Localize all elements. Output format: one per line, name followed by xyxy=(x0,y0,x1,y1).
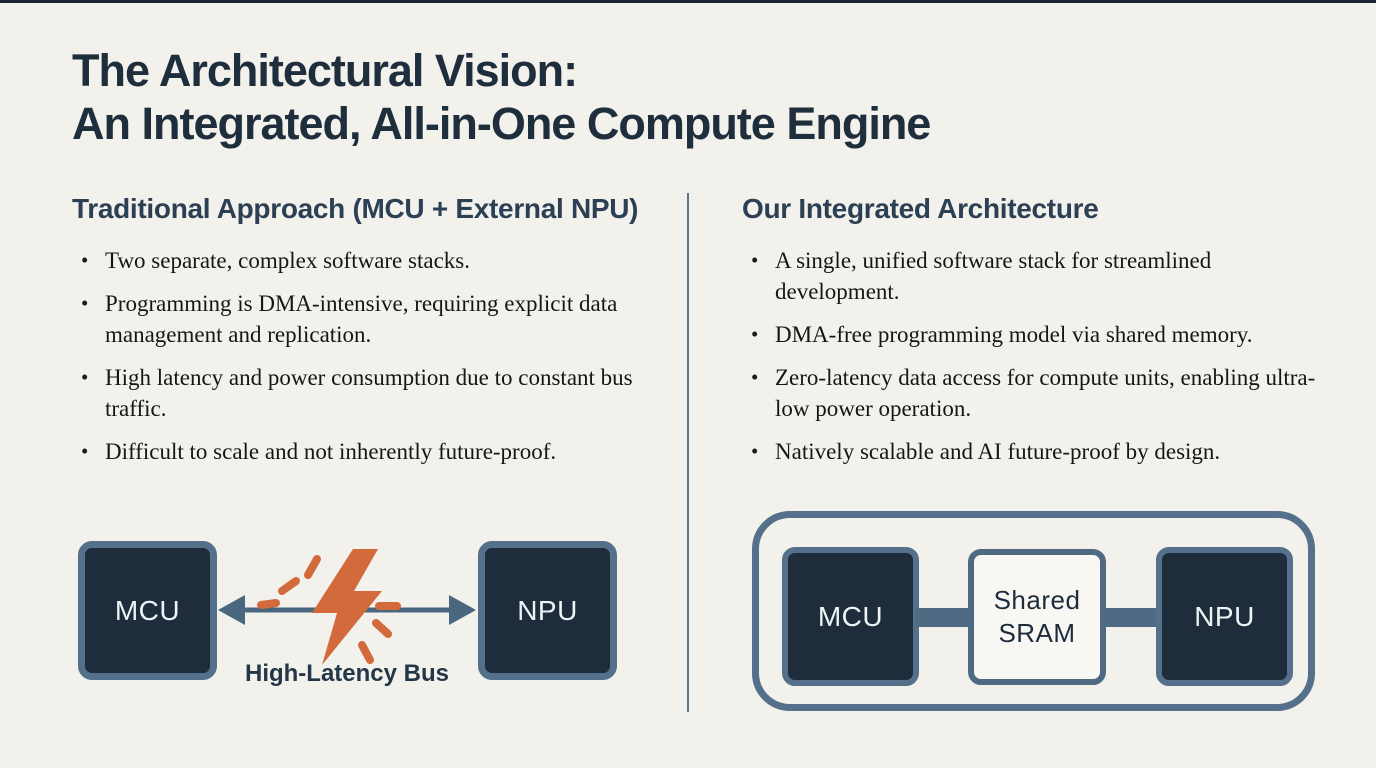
mcu-label: MCU xyxy=(114,594,181,626)
list-item: Natively scalable and AI future-proof by… xyxy=(742,436,1332,467)
spark-dashes xyxy=(257,555,401,664)
lightning-bolt-icon xyxy=(312,549,382,665)
mcu-box: MCU xyxy=(782,547,919,686)
list-item: A single, unified software stack for str… xyxy=(742,245,1332,307)
npu-label: NPU xyxy=(517,594,578,626)
page-title-line1: The Architectural Vision: xyxy=(72,45,578,96)
integrated-architecture-heading: Our Integrated Architecture xyxy=(742,193,1099,224)
list-item: DMA-free programming model via shared me… xyxy=(742,319,1332,350)
traditional-bullet-list: Two separate, complex software stacks. P… xyxy=(72,245,657,467)
page-title-line2: An Integrated, All-in-One Compute Engine xyxy=(72,98,931,149)
traditional-approach-heading: Traditional Approach (MCU + External NPU… xyxy=(72,193,639,224)
high-latency-bus-graphic xyxy=(218,549,476,665)
integrated-diagram: MCU Shared SRAM NPU xyxy=(752,511,1315,711)
list-item: High latency and power consumption due t… xyxy=(72,362,657,424)
mcu-label: MCU xyxy=(817,600,884,632)
list-item: Zero-latency data access for compute uni… xyxy=(742,362,1332,424)
list-item: Difficult to scale and not inherently fu… xyxy=(72,436,657,467)
mcu-box: MCU xyxy=(78,541,217,680)
integrated-architecture-section: Our Integrated Architecture A single, un… xyxy=(742,193,1332,479)
integrated-bullet-list: A single, unified software stack for str… xyxy=(742,245,1332,467)
top-edge-line xyxy=(0,0,1376,3)
traditional-approach-section: Traditional Approach (MCU + External NPU… xyxy=(72,193,657,479)
sram-npu-connector xyxy=(1102,608,1160,627)
shared-sram-label: Shared SRAM xyxy=(993,585,1081,648)
column-divider xyxy=(687,193,689,712)
npu-box: NPU xyxy=(1156,547,1293,686)
mcu-sram-connector xyxy=(915,608,972,627)
bus-label: High-Latency Bus xyxy=(244,660,450,687)
npu-box: NPU xyxy=(478,541,617,680)
list-item: Programming is DMA-intensive, requiring … xyxy=(72,288,657,350)
shared-sram-box: Shared SRAM xyxy=(968,549,1106,685)
list-item: Two separate, complex software stacks. xyxy=(72,245,657,276)
page-title: The Architectural Vision: An Integrated,… xyxy=(72,44,931,150)
npu-label: NPU xyxy=(1194,600,1255,632)
